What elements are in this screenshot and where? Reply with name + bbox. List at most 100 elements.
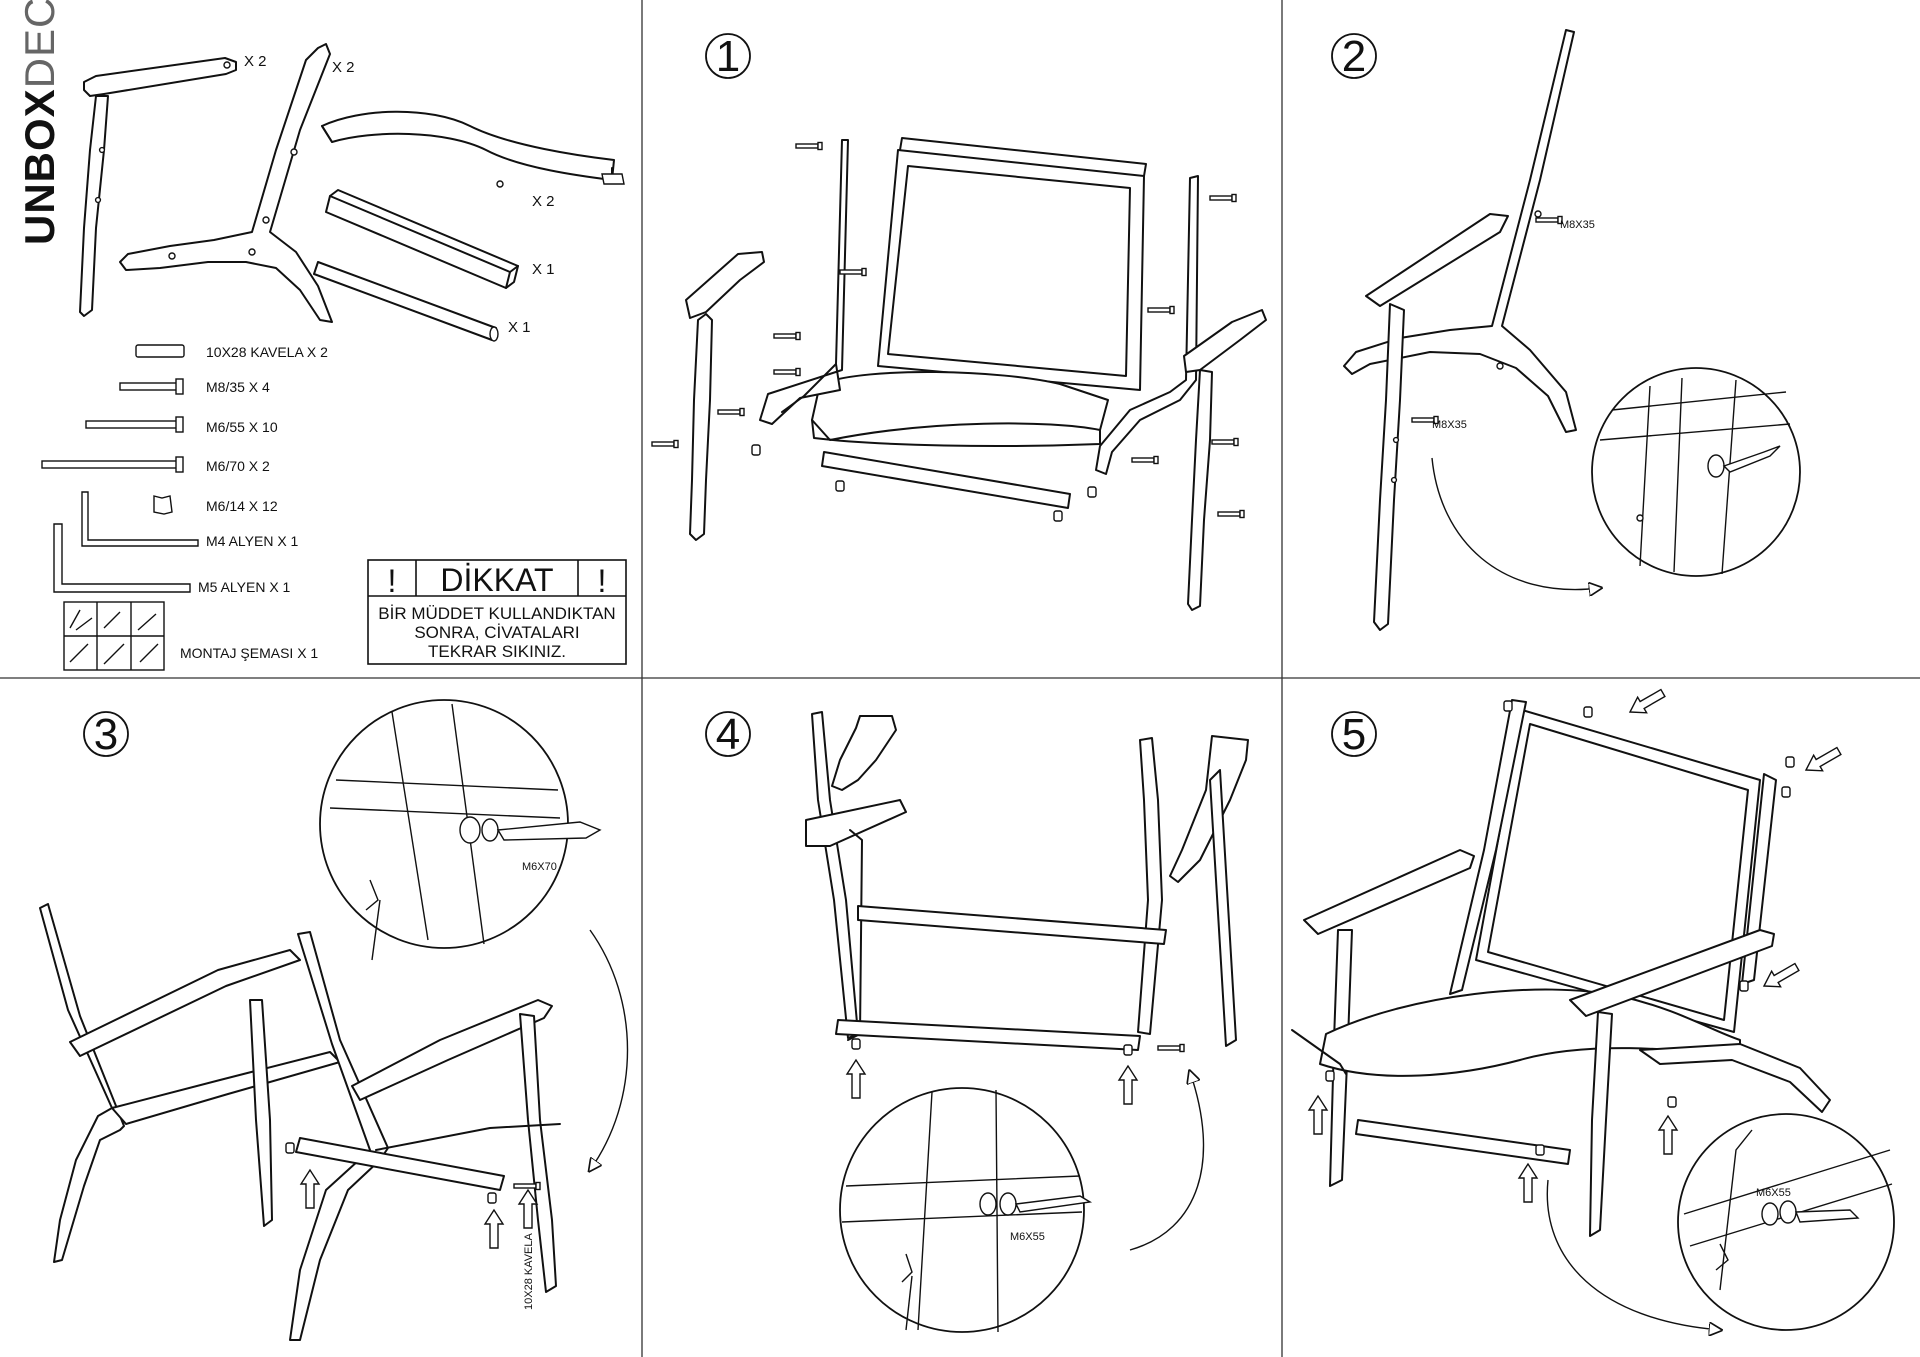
warning-box: ! DİKKAT ! BİR MÜDDET KULLANDIKTAN SONRA… — [367, 559, 627, 665]
barrel-nut-icon — [1325, 1070, 1335, 1082]
barrel-nut-icon — [1503, 700, 1513, 712]
insert-arrow-icon — [1800, 742, 1845, 779]
bolt-icon — [1157, 1043, 1185, 1053]
barrel-nut-icon — [1583, 706, 1593, 718]
hardware-label: M8/35 X 4 — [206, 379, 270, 395]
bolt-icon — [773, 331, 801, 341]
barrel-nut-icon — [1053, 510, 1063, 522]
bolt-spec-label: M6X55 — [1756, 1187, 1791, 1199]
barrel-nut-icon — [1739, 980, 1749, 992]
bolt-icon — [1147, 305, 1175, 315]
barrel-nut-icon — [751, 444, 761, 456]
hardware-label: 10X28 KAVELA X 2 — [206, 344, 328, 360]
upside-down-frame-view — [805, 711, 1249, 1251]
bolt-icon — [839, 267, 867, 277]
insert-arrow-icon — [1758, 958, 1803, 995]
seat-back-part — [321, 110, 625, 188]
step-5-panel: 5 — [1291, 684, 1895, 1331]
warning-title: DİKKAT — [440, 562, 553, 598]
insert-arrow-icon — [846, 1059, 866, 1099]
warning-line: TEKRAR SIKINIZ. — [428, 642, 566, 661]
warning-mark-left: ! — [388, 563, 397, 599]
bolt-spec-label: M8X35 — [1560, 219, 1595, 231]
brand-bold: UNBOX — [16, 88, 63, 245]
insert-arrow-icon — [1118, 1065, 1138, 1105]
brand-logo: UNBOXDECO — [16, 0, 63, 245]
bolt-m6-70-icon — [41, 456, 184, 473]
rail-flat-qty: X 1 — [532, 261, 555, 278]
step-number: 2 — [1342, 32, 1366, 81]
bolt-spec-label: M8X35 — [1432, 419, 1467, 431]
bolt-icon — [1131, 455, 1159, 465]
barrel-nut-icon — [153, 495, 173, 515]
bolt-m6-55-icon — [85, 416, 184, 433]
step-number: 4 — [716, 710, 740, 759]
bolt-icon — [717, 407, 745, 417]
step-number: 1 — [716, 32, 740, 81]
dowel-spec-label: 10X28 KAVELA — [523, 1232, 535, 1310]
bolt-icon — [795, 141, 823, 151]
bolt-icon — [1535, 215, 1563, 225]
barrel-nut-icon — [487, 1192, 497, 1204]
bolt-icon — [1217, 509, 1245, 519]
side-frame-part — [119, 43, 333, 323]
detail-magnifier: M6X55 — [1677, 1113, 1895, 1331]
warning-line: SONRA, CİVATALARI — [414, 623, 579, 642]
side-assembly-view: M8X35 M8X35 — [1343, 29, 1600, 631]
step-number: 3 — [94, 710, 118, 759]
bolt-m8-35-icon — [119, 378, 184, 395]
step-4-panel: 4 M6 — [705, 710, 1249, 1333]
bolt-spec-label: M6X55 — [1010, 1231, 1045, 1243]
bolt-icon — [513, 1181, 541, 1191]
warning-line: BİR MÜDDET KULLANDIKTAN — [378, 604, 615, 623]
step-1-panel: 1 — [651, 32, 1267, 611]
detail-magnifier — [1591, 367, 1801, 577]
hardware-label: M6/14 X 12 — [206, 498, 278, 514]
barrel-nut-icon — [1785, 756, 1795, 768]
insert-arrow-icon — [1624, 684, 1669, 721]
insert-arrow-icon — [484, 1209, 504, 1249]
rail-round-part — [313, 261, 499, 342]
detail-magnifier: M6X55 — [839, 1087, 1093, 1333]
insert-arrow-icon — [1658, 1115, 1678, 1155]
insert-arrow-icon — [1308, 1095, 1328, 1135]
assembly-manual-thumbnail — [63, 601, 165, 671]
hardware-label: M6/55 X 10 — [206, 419, 278, 435]
barrel-nut-icon — [1123, 1044, 1133, 1056]
rail-round-qty: X 1 — [508, 319, 531, 336]
final-assembly-view — [1291, 684, 1845, 1330]
bolt-icon — [773, 367, 801, 377]
hardware-label: M6/70 X 2 — [206, 458, 270, 474]
armrest-qty: X 2 — [244, 53, 267, 70]
step-2-panel: 2 M8X35 M8X35 — [1331, 29, 1801, 631]
step-3-panel: 3 10X28 KAVELA — [39, 699, 629, 1341]
barrel-nut-icon — [1781, 786, 1791, 798]
allen-key-m5-icon — [53, 523, 191, 593]
parts-panel: X 2 X 2 X 2 X 1 — [41, 43, 627, 671]
hardware-label: M4 ALYEN X 1 — [206, 533, 299, 549]
side-frame-qty: X 2 — [332, 59, 355, 76]
bolt-icon — [651, 439, 679, 449]
armrest-part — [79, 57, 237, 317]
barrel-nut-icon — [835, 480, 845, 492]
insert-arrow-icon — [518, 1189, 538, 1229]
bolt-icon — [1211, 437, 1239, 447]
bolt-spec-label: M6X70 — [522, 861, 557, 873]
warning-mark-right: ! — [598, 563, 607, 599]
hardware-label: M5 ALYEN X 1 — [198, 579, 291, 595]
rail-flat-part — [325, 189, 519, 289]
allen-key-m4-icon — [81, 491, 199, 547]
brand-light: DECO — [16, 0, 63, 88]
barrel-nut-icon — [851, 1038, 861, 1050]
insert-arrow-icon — [300, 1169, 320, 1209]
barrel-nut-icon — [1667, 1096, 1677, 1108]
barrel-nut-icon — [285, 1142, 295, 1154]
hardware-list: 10X28 KAVELA X 2 M8/35 X 4 M6/55 X 10 M6… — [41, 344, 328, 671]
barrel-nut-icon — [1087, 486, 1097, 498]
seat-back-qty: X 2 — [532, 193, 555, 210]
dowel-icon — [135, 344, 185, 358]
detail-magnifier: M6X70 — [319, 699, 629, 1170]
barrel-nut-icon — [1535, 1144, 1545, 1156]
